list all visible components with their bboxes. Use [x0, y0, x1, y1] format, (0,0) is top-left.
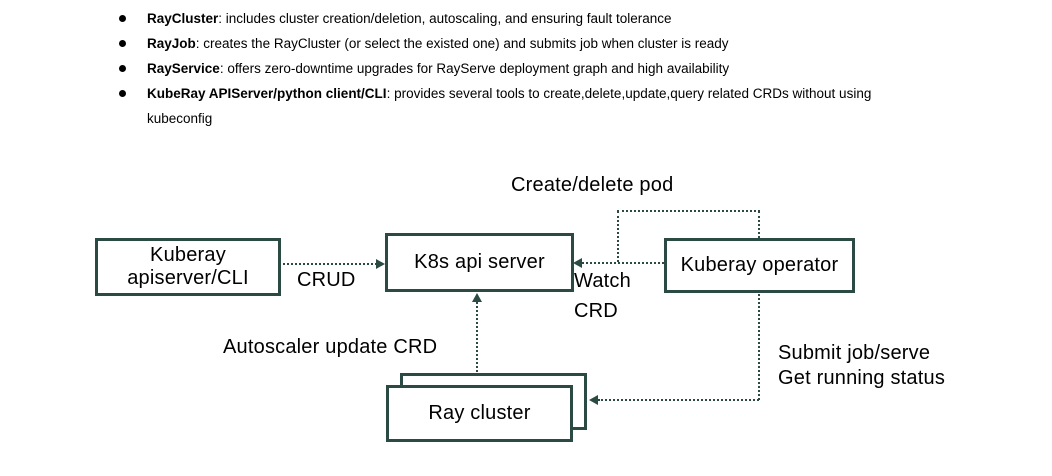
bullet-term: KubeRay APIServer/python client/CLI — [147, 86, 387, 101]
crud-arrow-line — [283, 263, 377, 265]
create-delete-pod-line-right — [758, 211, 760, 238]
bullet-desc: : creates the RayCluster (or select the … — [195, 36, 729, 51]
autoscaler-arrowhead-icon — [472, 293, 482, 302]
create-delete-pod-line-left — [617, 211, 619, 262]
bullet-dot-icon — [119, 40, 126, 47]
edge-label-create-delete-pod: Create/delete pod — [511, 174, 674, 196]
bullet-term: RayService — [147, 61, 220, 76]
edge-label-watch-crd: Watch CRD — [574, 270, 631, 322]
submit-arrowhead-icon — [589, 395, 598, 405]
bullet-dot-icon — [119, 15, 126, 22]
edge-label-crud: CRUD — [297, 269, 356, 291]
node-ray-cluster: Ray cluster — [386, 385, 573, 442]
bullet-dot-icon — [119, 65, 126, 72]
edge-label-submit-status: Submit job/serve Get running status — [778, 342, 946, 389]
bullet-dot-icon — [119, 90, 126, 97]
watch-crd-arrow-line — [582, 262, 664, 264]
watch-crd-arrowhead-icon — [573, 258, 582, 268]
bullet-desc: : includes cluster creation/deletion, au… — [218, 11, 672, 26]
crud-arrowhead-icon — [376, 259, 385, 269]
node-kuberay-apiserver-cli: Kuberay apiserver/CLI — [95, 238, 281, 296]
bullet-desc: : provides several tools to create,delet… — [147, 86, 872, 126]
bullet-item-rayjob: RayJob: creates the RayCluster (or selec… — [117, 31, 885, 56]
bullet-term: RayCluster — [147, 11, 219, 26]
bullet-item-kuberay-apiserver: KubeRay APIServer/python client/CLI: pro… — [117, 81, 885, 131]
edge-label-autoscaler-update-crd: Autoscaler update CRD — [223, 336, 438, 358]
submit-arrow-line-horizontal — [598, 399, 759, 401]
node-k8s-api-server: K8s api server — [385, 233, 574, 292]
bullet-item-raycluster: RayCluster: includes cluster creation/de… — [117, 6, 885, 31]
bullet-term: RayJob — [147, 36, 196, 51]
bullet-item-rayservice: RayService: offers zero-downtime upgrade… — [117, 56, 885, 81]
autoscaler-arrow-line — [476, 302, 478, 372]
submit-arrow-line-vertical — [758, 294, 760, 400]
create-delete-pod-line-top — [617, 210, 760, 212]
node-kuberay-operator: Kuberay operator — [664, 238, 855, 293]
feature-bullet-list: RayCluster: includes cluster creation/de… — [117, 6, 885, 131]
bullet-desc: : offers zero-downtime upgrades for RayS… — [219, 61, 730, 76]
